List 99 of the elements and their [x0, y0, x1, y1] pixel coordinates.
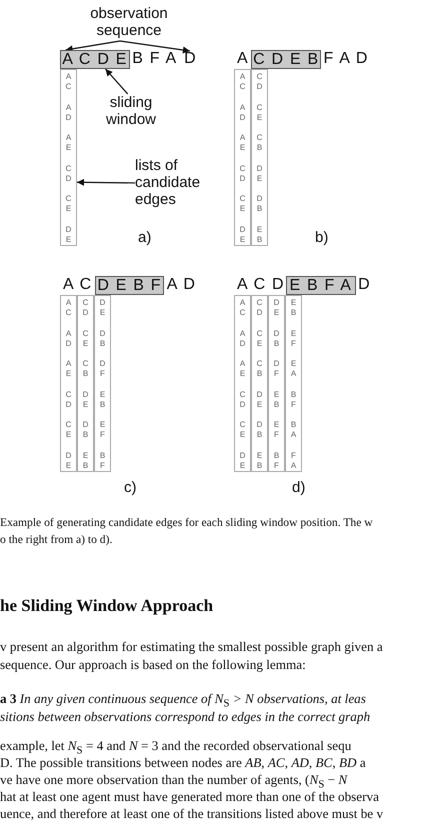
edge-pair: D E	[238, 450, 246, 470]
sequence-letters: A C D	[237, 277, 285, 293]
edge-pair: C E	[64, 194, 72, 214]
arrow	[104, 68, 128, 94]
edge-pair: A D	[64, 102, 72, 122]
edge-pair: D E	[272, 298, 280, 318]
edge-pair: C D	[256, 298, 264, 318]
sequence-letters: B F A	[132, 51, 178, 67]
edge-pair: C D	[82, 298, 90, 318]
edge-pair: D B	[256, 420, 264, 440]
candidate-edge-list	[60, 69, 77, 246]
edge-pair: C B	[256, 359, 264, 379]
edge-pair: C D	[238, 390, 246, 410]
edge-pair: E F	[98, 420, 106, 440]
body-text-line: uence, and therefore at least one of the transitions listed above must be v	[0, 805, 384, 822]
edge-pair: E A	[290, 359, 298, 379]
sequence-letters: A C	[63, 277, 92, 293]
edge-pair: A E	[238, 133, 246, 153]
sliding-window-box: C D E B	[251, 50, 322, 69]
edge-pair: D B	[256, 194, 264, 214]
caption-line: o the right from a) to d).	[0, 532, 112, 547]
edge-pair: C E	[256, 328, 264, 348]
edge-pair: A D	[238, 328, 246, 348]
sequence-letters: F A D	[324, 51, 369, 67]
edge-pair: D E	[82, 390, 90, 410]
sequence-letters: A	[237, 51, 249, 67]
edge-pair: C D	[64, 390, 72, 410]
edge-pair: D B	[98, 328, 106, 348]
candidate-edge-list	[60, 295, 77, 472]
edge-pair: D E	[64, 450, 72, 470]
edge-pair: E B	[256, 450, 264, 470]
candidate-edge-list	[77, 295, 94, 472]
edge-pair: C E	[256, 102, 264, 122]
edge-pair: A C	[238, 72, 246, 92]
arrow	[66, 40, 120, 52]
section-heading: he Sliding Window Approach	[0, 595, 214, 616]
edge-pair: A E	[64, 359, 72, 379]
edge-pair: E B	[290, 298, 298, 318]
candidate-edge-list	[285, 295, 302, 472]
panel-label: b)	[315, 229, 328, 246]
edge-pair: C E	[82, 328, 90, 348]
edge-pair: D B	[272, 328, 280, 348]
edge-pair: F A	[290, 450, 298, 470]
sequence-letters: D	[358, 277, 371, 293]
edge-pair: D F	[98, 359, 106, 379]
body-text-line: v present an algorithm for estimating the smallest possible graph given a	[0, 638, 383, 655]
edge-pair: C B	[82, 359, 90, 379]
candidate-edge-list	[268, 295, 285, 472]
edge-pair: B A	[290, 420, 298, 440]
panel-label: a)	[138, 229, 152, 246]
annotation-text: sliding window	[98, 94, 164, 130]
candidate-edge-list	[234, 69, 251, 246]
edge-pair: C E	[64, 420, 72, 440]
edge-pair: E B	[98, 390, 106, 410]
caption-line: Example of generating candidate edges for each sliding window position. The w	[0, 515, 373, 530]
candidate-edge-list	[251, 69, 268, 246]
arrow	[120, 40, 190, 54]
edge-pair: C D	[64, 164, 72, 184]
edge-pair: A D	[64, 328, 72, 348]
edge-pair: B F	[272, 450, 280, 470]
panel-label: d)	[292, 479, 306, 496]
edge-pair: A E	[238, 359, 246, 379]
edge-pair: A C	[64, 298, 72, 318]
candidate-edge-list	[234, 295, 251, 472]
edge-pair: A C	[64, 72, 72, 92]
panel-label: c)	[124, 479, 136, 496]
edge-pair: C E	[238, 194, 246, 214]
edge-pair: D E	[64, 224, 72, 244]
edge-pair: E B	[256, 224, 264, 244]
edge-pair: D E	[256, 164, 264, 184]
edge-pair: E B	[272, 390, 280, 410]
sliding-window-box: D E B F	[94, 276, 164, 295]
edge-pair: B F	[98, 450, 106, 470]
edge-pair: C D	[238, 164, 246, 184]
body-text-line: sequence. Our approach is based on the following lemma:	[0, 656, 306, 673]
edge-pair: D F	[272, 359, 280, 379]
edge-pair: C E	[238, 420, 246, 440]
annotation-text: observation sequence	[84, 5, 174, 41]
edge-pair: A E	[64, 133, 72, 153]
edge-pair: A C	[238, 298, 246, 318]
candidate-edge-list	[94, 295, 111, 472]
edge-pair: D E	[98, 298, 106, 318]
edge-pair: A D	[238, 102, 246, 122]
sliding-window-box: E B F A	[286, 276, 356, 295]
edge-pair: D E	[256, 390, 264, 410]
edge-pair: D E	[238, 224, 246, 244]
sequence-letters: A D	[166, 277, 196, 293]
edge-pair: E F	[272, 420, 280, 440]
edge-pair: C B	[256, 133, 264, 153]
edge-pair: D B	[82, 420, 90, 440]
edge-pair: B F	[290, 390, 298, 410]
edge-pair: E F	[290, 328, 298, 348]
annotation-text: lists of candidate edges	[135, 157, 209, 211]
candidate-edge-list	[251, 295, 268, 472]
sliding-window-box: A C D E	[60, 50, 130, 69]
edge-pair: E B	[82, 450, 90, 470]
sequence-letter: D	[184, 51, 198, 68]
arrow	[77, 178, 135, 186]
edge-pair: C D	[256, 72, 264, 92]
